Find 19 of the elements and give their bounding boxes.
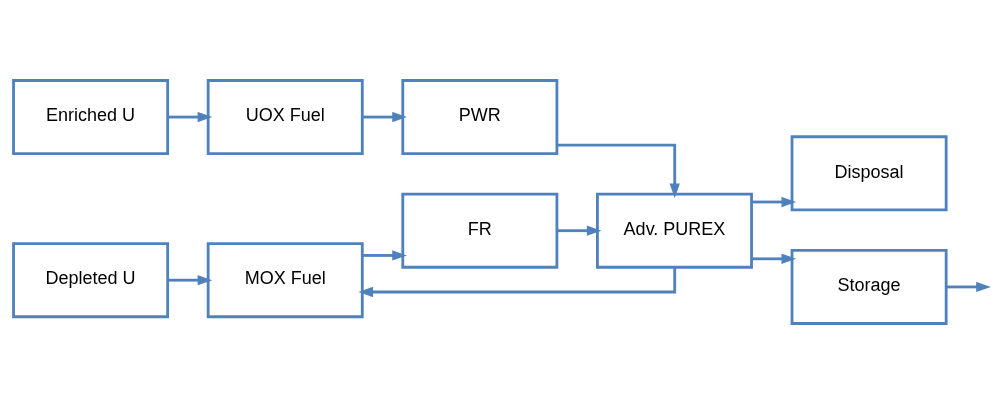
arrow [168,274,213,285]
arrow [751,196,797,207]
node-box: PWR [401,78,559,155]
arrow [557,143,680,198]
arrow [946,281,991,292]
arrow [168,111,213,122]
node-box: UOX Fuel [206,78,364,155]
node-box: Enriched U [12,78,170,155]
arrow [358,266,677,297]
arrow [362,111,407,122]
node-box: Storage [790,248,948,325]
arrow [751,253,797,264]
node-box: FR [401,192,559,269]
node-box: MOX Fuel [206,241,364,318]
arrow [557,225,602,236]
node-box: Disposal [790,134,948,211]
arrow [362,249,407,261]
node-box: Depleted U [12,241,170,318]
node-box: Adv. PUREX [596,192,753,269]
